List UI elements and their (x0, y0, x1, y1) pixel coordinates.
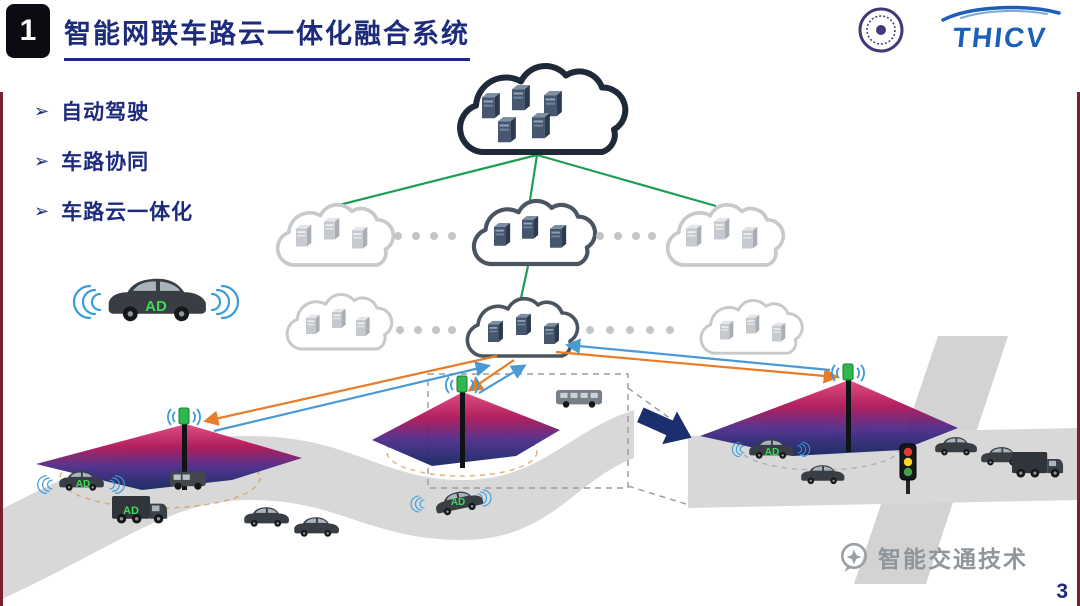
wifi-signal-icon (210, 284, 240, 320)
sensor-pole-left (182, 424, 187, 490)
left-edge-accent (0, 92, 3, 606)
cloud-link-lines (334, 153, 717, 299)
sensor-coverage-cone-center (372, 392, 560, 466)
cloud-edge-right (699, 298, 804, 355)
watermark-text: 智能交通技术 (878, 546, 1028, 572)
cloud-regional-left (275, 202, 396, 267)
uplink-blue-left (213, 361, 491, 433)
cloud-central (460, 66, 625, 152)
bullet-label: 车路协同 (61, 151, 150, 174)
right-edge-accent (1077, 92, 1080, 606)
road-vehicles-left: AD AD AD (37, 390, 603, 537)
uplink-blue-right (564, 338, 831, 372)
brand-logo: THICV (925, 4, 1075, 54)
wifi-signal-icon (72, 284, 102, 320)
chat-bubble-icon (840, 542, 868, 572)
ad-vehicle-label: AD (451, 497, 465, 508)
ad-vehicle-label: AD (76, 479, 90, 490)
bullet-item-autonomous-driving: ➢ 自动驾驶 (34, 96, 193, 126)
ad-vehicle-label: AD (145, 298, 167, 315)
bullet-label: 自动驾驶 (61, 101, 150, 124)
watermark: 智能交通技术 (838, 540, 1028, 574)
bullet-item-vehicle-road-cooperation: ➢ 车路协同 (34, 146, 193, 176)
cloud-roadside-links (202, 338, 840, 433)
bullet-arrow-icon: ➢ (34, 100, 50, 121)
roadside-unit-icon-center (445, 375, 479, 394)
page-number: 3 (1056, 580, 1068, 603)
car (294, 517, 339, 537)
sensor-coverage-cone-right (700, 380, 958, 456)
ad-vehicle-label: AD (765, 447, 779, 458)
traffic-light-icon (899, 443, 917, 494)
university-emblem-icon (858, 7, 904, 53)
bullet-label: 车路云一体化 (61, 201, 194, 224)
sensor-pole-right (846, 380, 851, 452)
ad-vehicle-label: AD (123, 505, 139, 517)
cloud-dots-regional (394, 232, 656, 240)
sensor-pole-center (460, 392, 465, 468)
cloud-dots-edge (396, 326, 674, 334)
section-number-badge: 1 (6, 4, 50, 58)
bullet-arrow-icon: ➢ (34, 150, 50, 171)
bullet-item-vehicle-road-cloud-integration: ➢ 车路云一体化 (34, 196, 193, 226)
bus (556, 390, 603, 408)
uplink-blue-center (478, 364, 527, 394)
zoom-arrow (637, 407, 692, 445)
connected-vehicle-ad: AD (72, 278, 240, 322)
cloud-edge-left (285, 293, 394, 351)
bullet-arrow-icon: ➢ (34, 200, 50, 221)
road-vehicles-right: AD (731, 437, 1064, 494)
cloud-edge-center (465, 296, 580, 358)
roadside-unit-icon-left (167, 407, 201, 426)
header: 1 智能网联车路云一体化融合系统 THICV (0, 0, 1080, 66)
roadside-unit-icon-right (831, 363, 865, 382)
cloud-regional-center (474, 201, 595, 264)
sensor-coverage-cone-left (36, 424, 302, 490)
cloud-regional-right (665, 202, 786, 267)
bullet-list: ➢ 自动驾驶 ➢ 车路协同 ➢ 车路云一体化 (34, 96, 193, 246)
page-title: 智能网联车路云一体化融合系统 (64, 12, 470, 61)
car (244, 507, 289, 527)
brand-swoosh-icon (941, 5, 1061, 22)
downlink-orange-right (555, 350, 840, 384)
downlink-orange-left (202, 354, 498, 426)
